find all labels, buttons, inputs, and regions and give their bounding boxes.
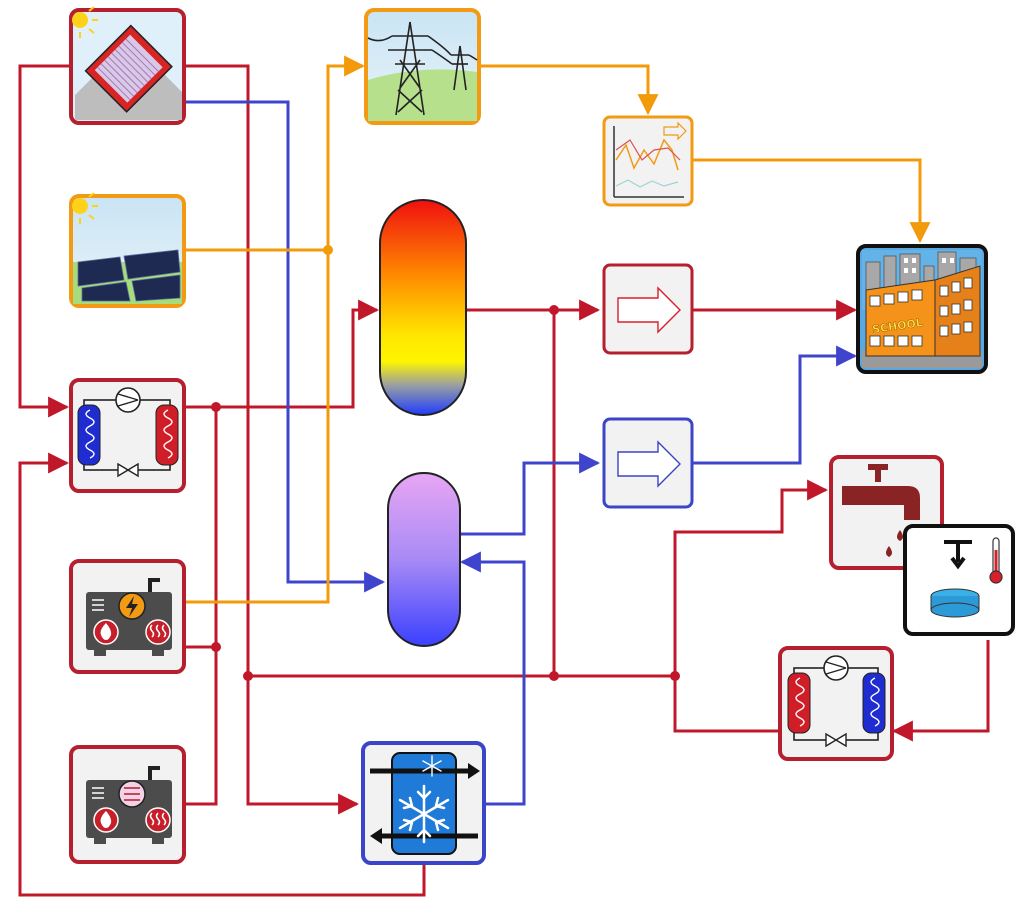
gas-boiler-icon bbox=[69, 745, 186, 864]
heat-pump-icon bbox=[69, 378, 186, 493]
solar-thermal-collector-icon bbox=[69, 6, 186, 125]
chiller-icon bbox=[778, 646, 894, 761]
cooling-tower-snowflake-icon bbox=[361, 741, 486, 865]
ground-water-source-icon bbox=[903, 524, 1015, 636]
junction-dots bbox=[211, 245, 680, 681]
hot-storage-tank-icon bbox=[379, 199, 467, 416]
cooling-supply-arrow-icon bbox=[602, 417, 694, 509]
hot-water-lines bbox=[18, 64, 990, 897]
electricity-price-chart-icon bbox=[602, 115, 694, 207]
photovoltaic-panels-icon bbox=[69, 192, 186, 308]
school-building-icon: SCHOOL bbox=[856, 244, 988, 374]
power-grid-pylon-icon bbox=[364, 8, 481, 125]
cold-water-lines bbox=[184, 100, 858, 806]
heating-supply-arrow-icon bbox=[602, 263, 694, 355]
electricity-lines bbox=[184, 55, 931, 604]
cogeneration-unit-icon bbox=[69, 559, 186, 674]
cold-storage-tank-icon bbox=[387, 472, 461, 647]
